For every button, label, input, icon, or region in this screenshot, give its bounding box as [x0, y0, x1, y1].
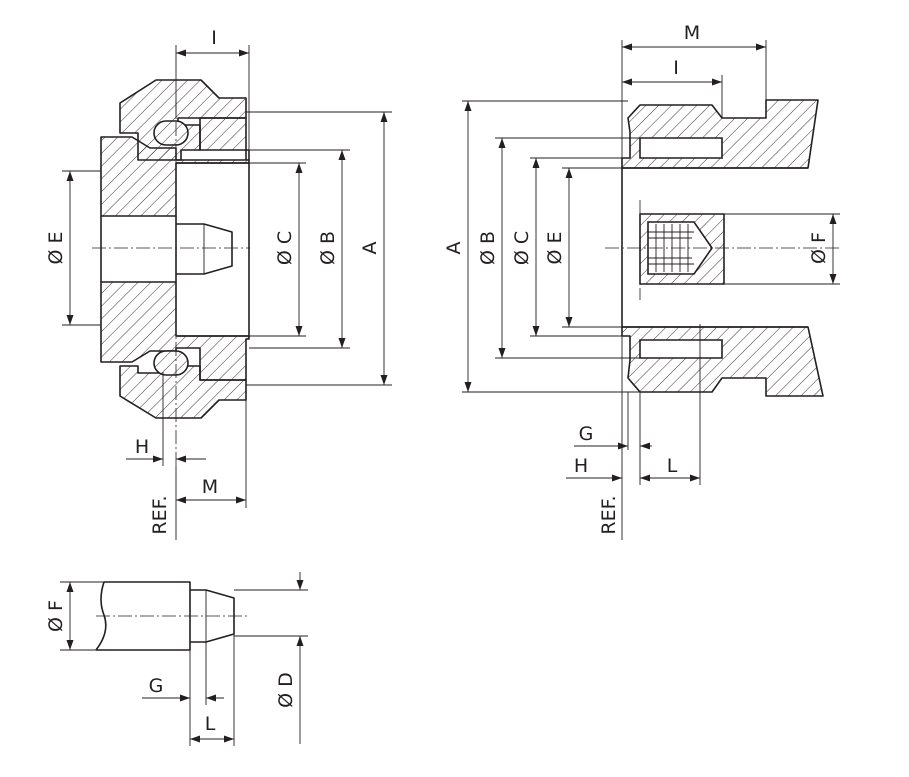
right-dim-h-label: H — [574, 455, 588, 477]
left-socket-view: A Ø B Ø C Ø E I H M REF. — [45, 27, 392, 540]
right-dim-l-label: L — [667, 455, 678, 477]
right-dim-m-label: M — [684, 22, 700, 44]
right-dim-g-label: G — [579, 423, 594, 445]
pin-dim-f-label: Ø F — [45, 600, 67, 632]
pin-dim-l-label: L — [205, 713, 216, 735]
right-dim-e-label: Ø E — [544, 232, 566, 265]
right-dim-i-label: I — [673, 57, 679, 79]
left-dim-a-label: A — [359, 242, 381, 255]
pin-dim-d-label: Ø D — [275, 672, 297, 708]
right-lower-body — [621, 326, 824, 397]
left-upper-body — [100, 117, 250, 217]
pin-dim-g-label: G — [149, 675, 164, 697]
left-dim-c-label: Ø C — [274, 231, 296, 265]
right-dim-f-label: Ø F — [808, 232, 830, 264]
right-receptacle-view: A Ø B Ø C Ø E Ø F M I G H L REF. — [443, 22, 840, 540]
left-dim-b-label: Ø B — [317, 231, 339, 265]
right-dim-a-label: A — [443, 242, 465, 255]
left-o-ring-top — [153, 120, 189, 146]
left-contact-pin — [176, 223, 233, 275]
right-dim-b-label: Ø B — [477, 231, 499, 265]
right-ref-label: REF. — [598, 495, 620, 534]
pin-view: Ø F Ø D G L — [45, 572, 308, 746]
left-o-ring-bottom — [153, 350, 189, 376]
left-dim-h-label: H — [135, 436, 149, 458]
left-lower-nut — [119, 365, 247, 419]
left-ref-label: REF. — [149, 495, 171, 534]
left-dim-i-label: I — [211, 27, 217, 49]
left-dim-m-label: M — [202, 476, 218, 498]
right-dim-c-label: Ø C — [511, 231, 533, 265]
left-dim-e-label: Ø E — [45, 232, 67, 265]
